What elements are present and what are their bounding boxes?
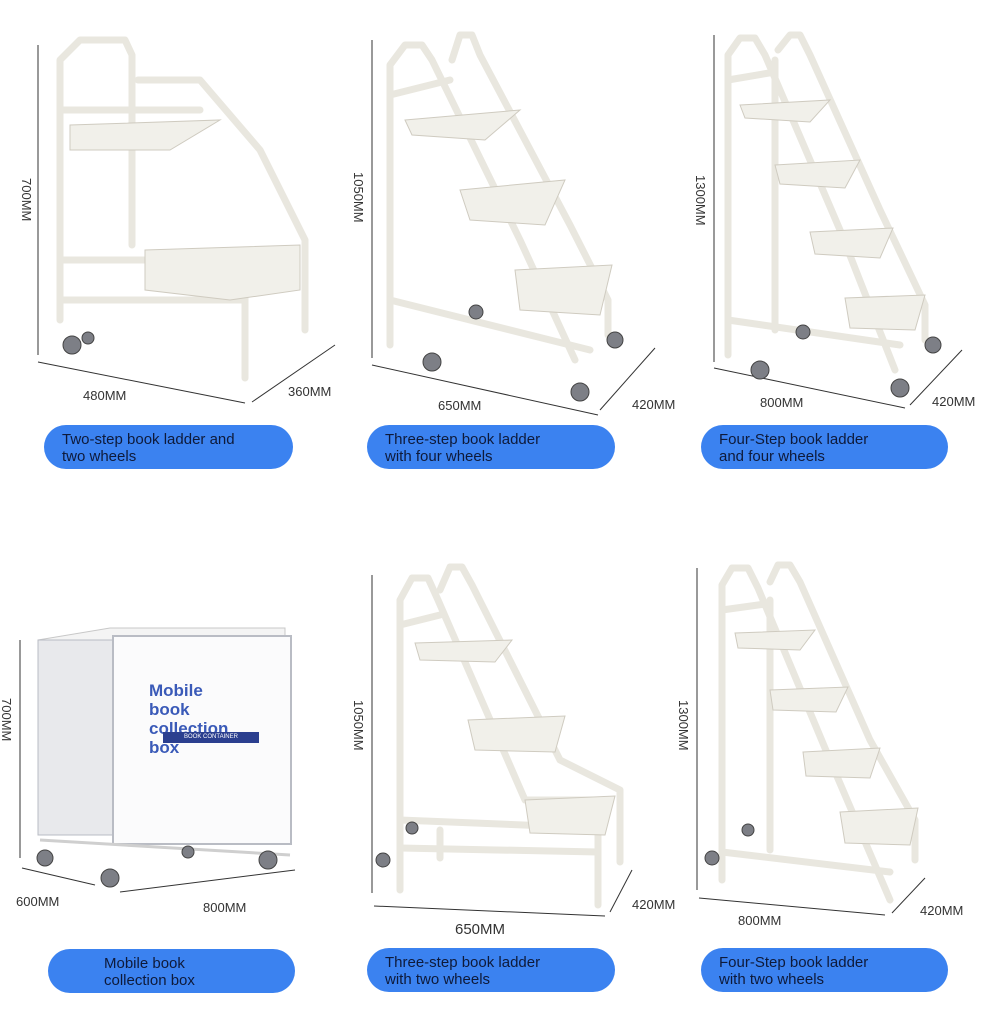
depth-dimension: 420MM	[632, 897, 676, 912]
height-dimension: 1300MM	[676, 700, 691, 751]
width-dimension: 800MM	[760, 395, 804, 410]
width-dimension: 480MM	[83, 388, 127, 403]
width-dimension: 650MM	[438, 398, 482, 413]
width-dimension: 650MM	[455, 921, 506, 938]
width-dimension: 800MM	[738, 913, 782, 928]
product-label-pill: Four-Step book ladder with two wheels	[701, 948, 948, 992]
product-label-pill: Three-step book ladder with two wheels	[367, 948, 615, 992]
box-printed-band: BOOK CONTAINER	[163, 732, 259, 743]
depth-dimension: 420MM	[920, 903, 964, 918]
product-label-pill: Two-step book ladder and two wheels	[44, 425, 293, 469]
product-label-pill: Mobile book collection box	[48, 949, 295, 993]
depth-dimension: 600MM	[16, 894, 60, 909]
product-label-pill: Three-step book ladder with four wheels	[367, 425, 615, 469]
width-dimension: 800MM	[203, 900, 247, 915]
depth-dimension: 360MM	[288, 384, 332, 399]
depth-dimension: 420MM	[932, 394, 976, 409]
depth-dimension: 420MM	[632, 397, 676, 412]
product-label-pill: Four-Step book ladder and four wheels	[701, 425, 948, 469]
